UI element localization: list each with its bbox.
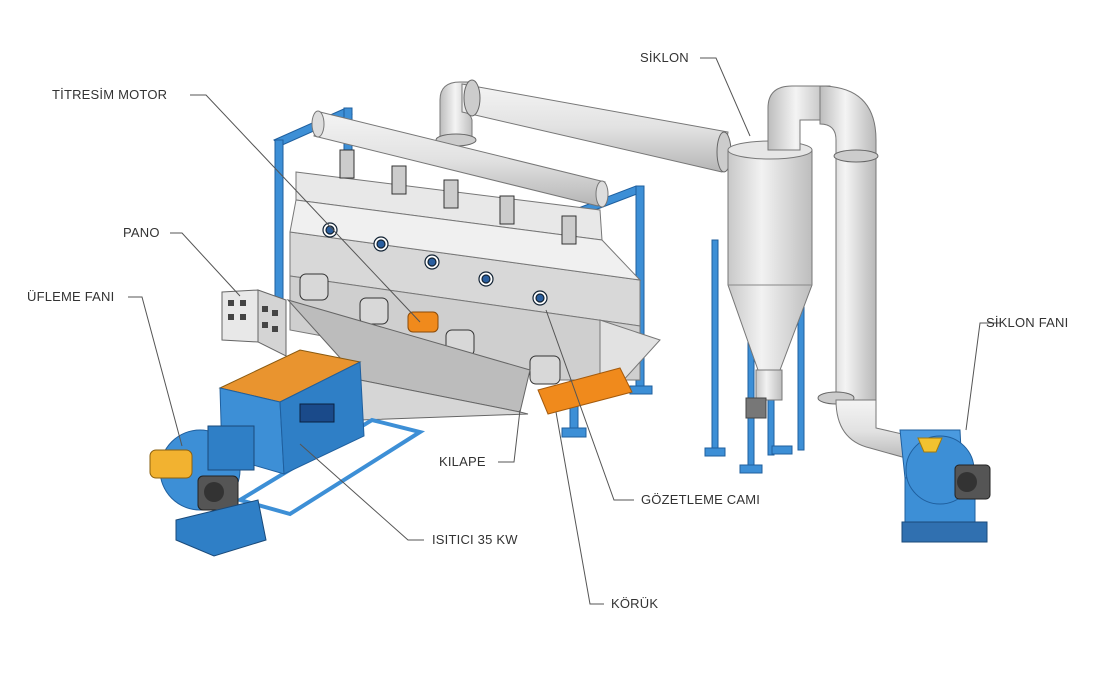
label-siklon: SİKLON: [640, 50, 689, 65]
label-gozetleme-cami: GÖZETLEME CAMI: [641, 492, 761, 507]
cyclone-assembly: [435, 79, 921, 474]
top-manifold: [311, 110, 609, 245]
vibration-motor: [407, 311, 439, 333]
label-isitici: ISITICI 35 KW: [432, 532, 518, 547]
blow-fan: [149, 425, 267, 557]
label-kilape: KILAPE: [439, 454, 486, 469]
label-ufleme-fani: ÜFLEME FANI: [27, 289, 115, 304]
label-titresim-motor: TİTRESİM MOTOR: [52, 87, 168, 102]
leader-lines: [128, 57, 1000, 605]
cyclone-fan: [899, 429, 991, 543]
label-koruk: KÖRÜK: [611, 596, 659, 611]
fan-duct: [819, 85, 877, 401]
exhaust-duct-horizontal: [461, 83, 729, 173]
label-pano: PANO: [123, 225, 160, 240]
dryer-body: [289, 171, 661, 415]
bellows: [299, 273, 561, 385]
label-siklon-fani: SİKLON FANI: [986, 315, 1069, 330]
control-panel: [221, 289, 287, 357]
